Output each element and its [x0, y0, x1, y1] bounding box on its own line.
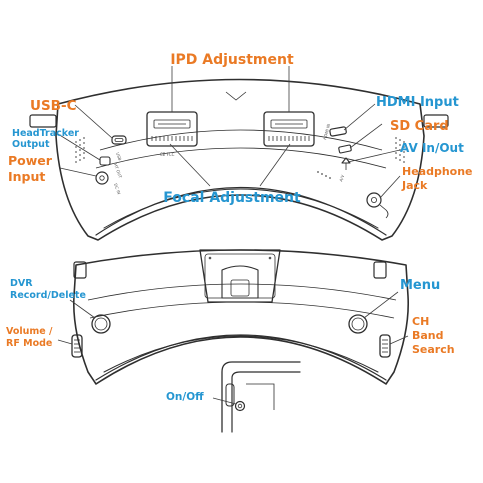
- goggles-bottom-view: [71, 249, 410, 385]
- ce-fcc-marking: CE FCC: [160, 152, 175, 157]
- av-marking: A/V: [338, 174, 345, 182]
- volume-rf-label-line1: Volume /: [6, 326, 53, 337]
- headtracker-output-label-line2: Output: [12, 139, 50, 150]
- usb-c-label: USB-C: [30, 98, 77, 114]
- usb-c-port: [111, 135, 127, 145]
- av-in-out-port: [341, 157, 351, 170]
- headphone-jack-label-line2: Jack: [401, 179, 428, 192]
- sd-card-slot: [338, 144, 352, 154]
- headtracker-output-label-line1: HeadTracker: [12, 128, 79, 139]
- av-in-out-label: AV In/Out: [400, 141, 464, 155]
- center-bracket: [199, 249, 281, 303]
- hdmi-input-port: [329, 126, 347, 137]
- focal-adjustment-label: Focal Adjustment: [163, 190, 301, 206]
- ch-band-search-rocker: [379, 334, 391, 358]
- left-vent-dots: [75, 137, 85, 163]
- headphone-jack-label-line1: Headphone: [402, 165, 473, 178]
- dvr-label-line2: Record/Delete: [10, 290, 86, 301]
- ch-label-line1: CH: [412, 315, 429, 328]
- dvr-button: [91, 314, 111, 334]
- leader-lines: [57, 66, 409, 405]
- power-switch-detail: [221, 361, 301, 433]
- labels: IPD Adjustment USB-C HDMI Input HeadTrac…: [6, 52, 473, 403]
- power-input-label-line1: Power: [8, 153, 53, 168]
- ipd-adjustment-label: IPD Adjustment: [170, 52, 294, 68]
- ch-label-line2: Band: [412, 329, 444, 342]
- sd-card-label: SD Card: [390, 119, 449, 134]
- on-off-label: On/Off: [166, 391, 204, 403]
- right-vent-dots: [395, 137, 405, 163]
- hdmi-input-label: HDMI Input: [376, 95, 459, 110]
- volume-rf-label-line2: RF Mode: [6, 338, 52, 349]
- hdmi-in-marking: HDMI IN: [322, 123, 331, 140]
- headphone-jack-port: [366, 192, 389, 219]
- dvr-label-line1: DVR: [10, 278, 33, 289]
- dc-in-marking: DC IN: [113, 183, 122, 195]
- headtracker-output-port: [99, 156, 111, 166]
- ch-label-line3: Search: [412, 343, 455, 356]
- center-dots: [317, 171, 331, 179]
- usb-marking: USB: [115, 152, 123, 162]
- menu-label: Menu: [400, 278, 440, 293]
- power-input-label-line2: Input: [8, 169, 45, 184]
- volume-rocker: [71, 334, 83, 358]
- ht-out-marking: HT OUT: [113, 163, 123, 180]
- menu-button: [348, 314, 368, 334]
- left-ipd-slider: [146, 111, 198, 147]
- power-input-port: [95, 171, 109, 185]
- right-ipd-slider: [263, 111, 315, 147]
